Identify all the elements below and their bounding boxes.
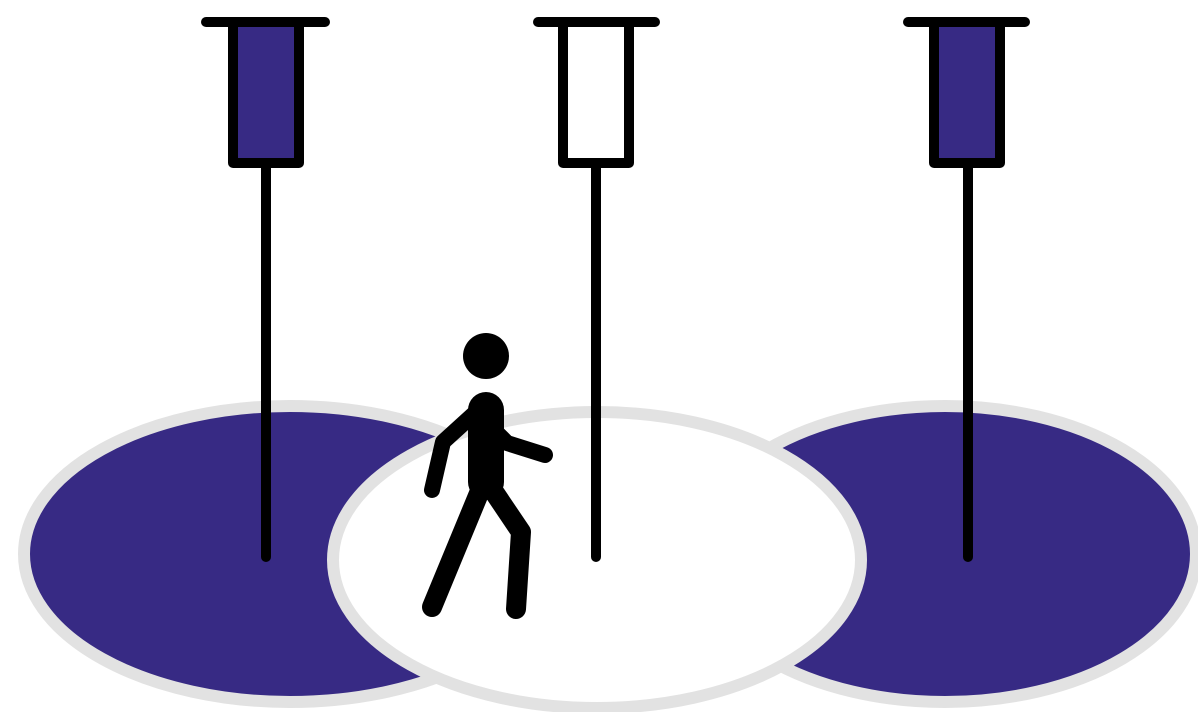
lamp-head: [934, 22, 1000, 163]
person-head: [463, 333, 509, 379]
lamp-head: [233, 22, 299, 163]
lamp-head: [563, 22, 629, 163]
